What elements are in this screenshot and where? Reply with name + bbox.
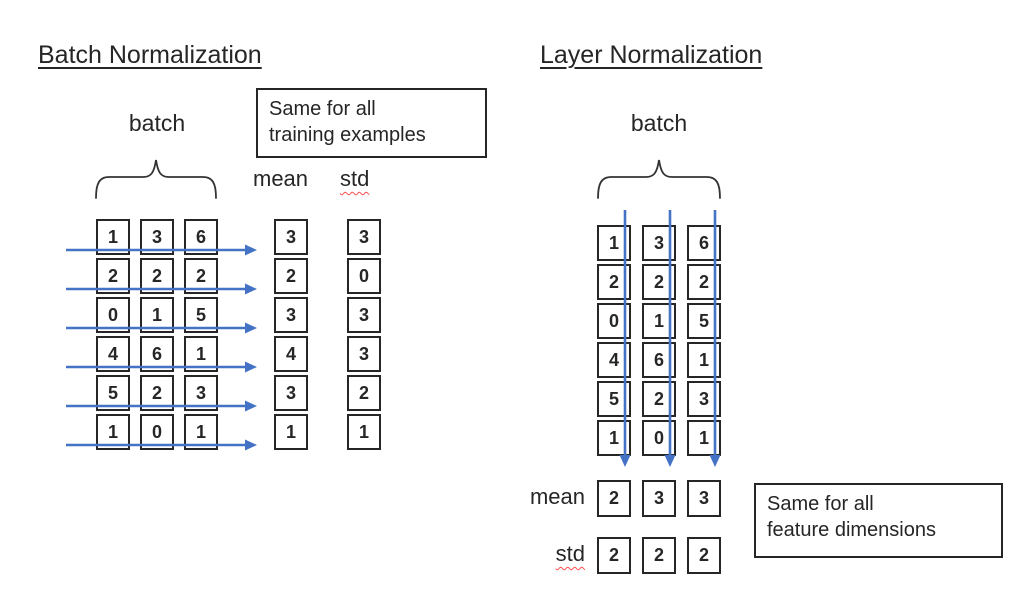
std-label-left: std [340, 166, 370, 191]
row-arrow-icon [66, 361, 257, 373]
grid-cell: 3 [347, 336, 381, 372]
grid-cell: 3 [642, 480, 676, 517]
note-box-right: Same for all feature dimensions [754, 483, 1003, 558]
batch-norm-title: Batch Normalization [38, 41, 262, 69]
row-arrow-icon [66, 244, 257, 256]
brace-icon-left [95, 159, 217, 199]
grid-cell: 2 [642, 537, 676, 574]
grid-cell: 3 [274, 375, 308, 411]
layer-norm-title: Layer Normalization [540, 41, 763, 69]
grid-cell: 1 [347, 414, 381, 450]
grid-cell: 3 [347, 297, 381, 333]
column-arrow-icon [709, 210, 721, 467]
batch-label-right: batch [630, 110, 688, 136]
row-arrow-icon [66, 400, 257, 412]
brace-icon-right [597, 159, 721, 199]
std-label-right: std [555, 541, 585, 566]
grid-cell: 3 [687, 480, 721, 517]
grid-cell: 2 [274, 258, 308, 294]
grid-cell: 2 [687, 537, 721, 574]
grid-cell: 2 [597, 537, 631, 574]
grid-cell: 2 [140, 258, 174, 294]
column-arrow-icon [619, 210, 631, 467]
mean-label-left: mean [253, 166, 309, 191]
note-line: Same for all [767, 493, 874, 515]
row-arrow-icon [66, 322, 257, 334]
note-line: feature dimensions [767, 519, 936, 542]
note-box-left: Same for all training examples [256, 88, 487, 158]
note-line: Same for all [269, 98, 376, 120]
column-arrow-icon [664, 210, 676, 467]
grid-cell: 4 [274, 336, 308, 372]
grid-cell: 1 [274, 414, 308, 450]
batch-label-left: batch [128, 110, 186, 136]
grid-cell: 0 [347, 258, 381, 294]
grid-cell: 3 [274, 219, 308, 255]
grid-cell: 2 [597, 480, 631, 517]
grid-cell: 2 [347, 375, 381, 411]
grid-cell: 3 [347, 219, 381, 255]
note-line: training examples [269, 124, 426, 147]
row-arrow-icon [66, 283, 257, 295]
row-arrow-icon [66, 439, 257, 451]
mean-label-right: mean [529, 484, 585, 509]
grid-cell: 3 [274, 297, 308, 333]
